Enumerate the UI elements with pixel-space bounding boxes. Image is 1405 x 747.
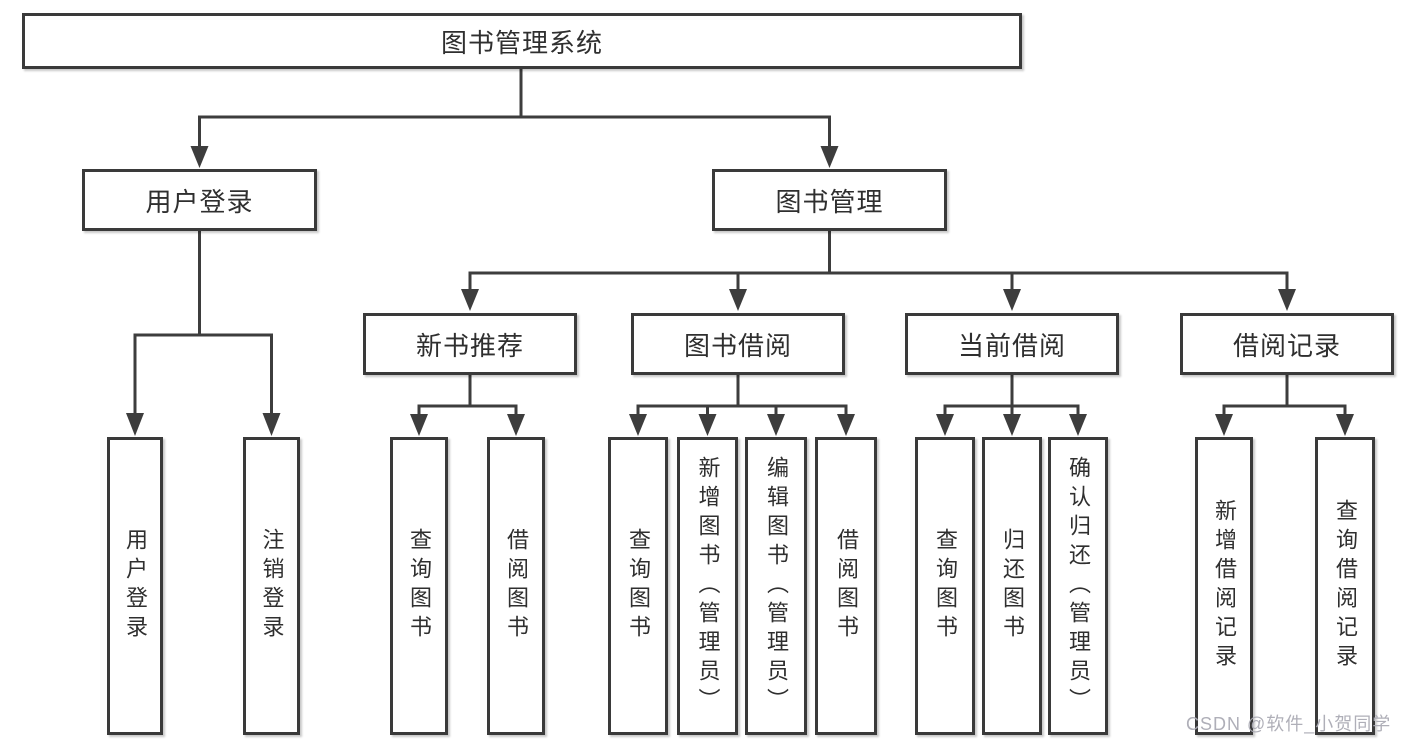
leaf-query-book-recommend: 查询图书: [390, 437, 448, 735]
connector-root: [190, 67, 839, 168]
node-user-login: 用户登录: [82, 169, 317, 231]
leaf-edit-book-admin: 编辑图书（管理员）: [745, 437, 807, 735]
node-book-borrow: 图书借阅: [631, 313, 845, 375]
leaf-user-login: 用户登录: [107, 437, 163, 735]
leaf-return-book: 归还图书: [982, 437, 1042, 735]
leaf-query-book-borrow: 查询图书: [608, 437, 668, 735]
connector-user-login: [126, 229, 281, 436]
node-root-library-system: 图书管理系统: [22, 13, 1022, 69]
leaf-borrow-book: 借阅图书: [815, 437, 877, 735]
leaf-confirm-return-admin: 确认归还（管理员）: [1048, 437, 1108, 735]
leaf-query-borrow-record: 查询借阅记录: [1315, 437, 1375, 735]
leaf-borrow-book-recommend: 借阅图书: [487, 437, 545, 735]
connector-current-borrow: [936, 373, 1087, 436]
node-new-book-recommend: 新书推荐: [363, 313, 577, 375]
connector-borrow-records: [1215, 373, 1354, 436]
node-current-borrow: 当前借阅: [905, 313, 1119, 375]
node-borrow-records: 借阅记录: [1180, 313, 1394, 375]
connector-book-management: [461, 229, 1296, 311]
leaf-logout-login: 注销登录: [243, 437, 300, 735]
leaf-add-book-admin: 新增图书（管理员）: [677, 437, 738, 735]
node-book-management: 图书管理: [712, 169, 947, 231]
connector-book-borrow: [629, 373, 855, 436]
leaf-query-book-current: 查询图书: [915, 437, 975, 735]
csdn-watermark: CSDN @软件_小贺同学: [1186, 714, 1392, 734]
connector-new-book-rec: [410, 373, 525, 436]
leaf-add-borrow-record: 新增借阅记录: [1195, 437, 1253, 735]
